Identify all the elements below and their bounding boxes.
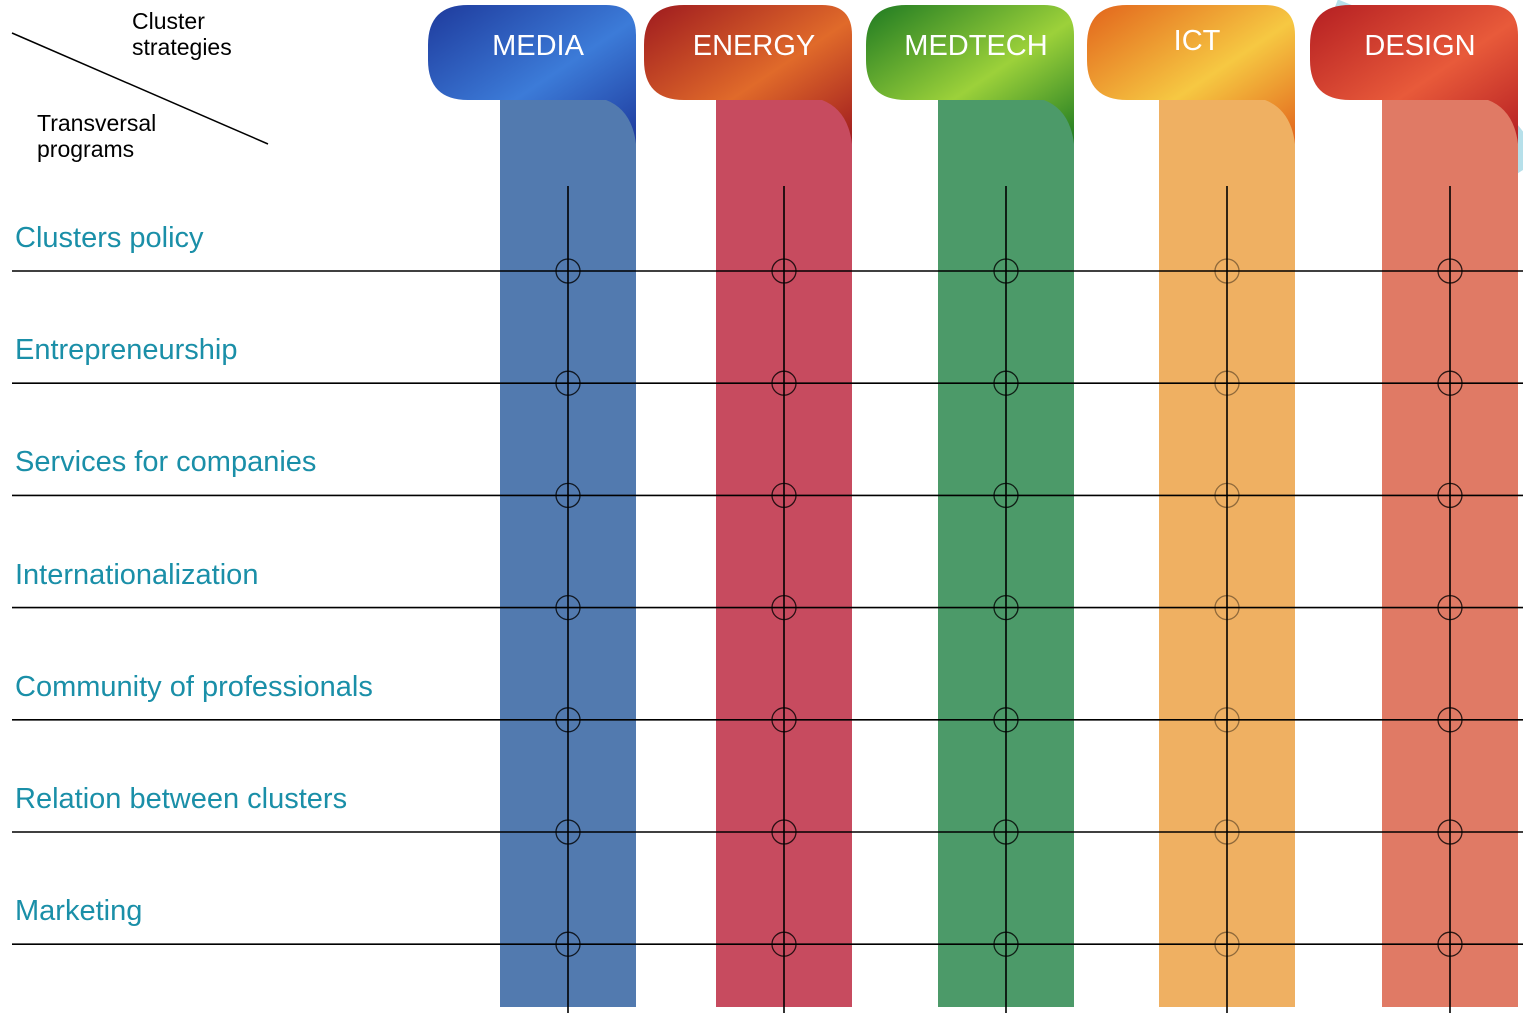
intersection-marker [555,258,581,284]
column-bars [500,80,1518,1007]
row-label: Marketing [15,895,143,928]
intersection-marker [771,707,797,733]
intersection-marker [555,594,581,621]
column-lines [567,186,1451,1013]
column-label-ict: ICT [1173,25,1221,57]
column-label-medtech: MEDTECH [904,30,1048,62]
intersection-marker [993,370,1019,396]
intersection-marker [993,594,1019,621]
column-label-media: MEDIA [492,30,584,62]
intersection-marker [555,482,581,509]
intersection-marker [1437,370,1463,396]
intersection-marker [1214,594,1240,621]
intersection-marker [993,258,1019,284]
intersection-marker [1214,707,1240,733]
intersection-marker [993,931,1019,957]
intersection-marker [1437,819,1463,845]
header-diagonal-line [11,32,269,145]
intersection-marker [1214,819,1240,845]
intersection-marker [555,370,581,396]
intersection-marker [1437,707,1463,733]
intersection-marker [993,819,1019,845]
intersection-marker [1437,931,1463,957]
column-tab-ict [1087,5,1295,144]
intersection-marker [771,819,797,845]
intersection-marker [771,931,797,957]
intersection-marker [771,594,797,621]
intersection-marker [993,482,1019,509]
intersection-marker [1214,258,1240,284]
column-tab-medtech [866,5,1074,144]
intersection-marker [1214,482,1240,509]
intersection-marker [771,370,797,396]
intersection-marker [771,482,797,509]
intersection-markers [555,258,1463,957]
column-tab-energy [644,5,852,144]
column-label-energy: ENERGY [692,30,816,62]
column-label-design: DESIGN [1364,30,1476,62]
intersection-marker [771,258,797,284]
intersection-marker [1437,482,1463,509]
row-label: Entrepreneurship [15,334,238,367]
intersection-marker [1437,594,1463,621]
transversal-programs-label: Transversal programs [37,110,157,162]
cluster-strategies-label: Cluster strategies [132,8,232,60]
intersection-marker [993,707,1019,733]
intersection-marker [555,819,581,845]
column-tabs [428,5,1518,144]
intersection-marker [1214,370,1240,396]
intersection-marker [555,707,581,733]
row-label: Relation between clusters [15,783,348,815]
column-tab-media [428,5,636,144]
column-tab-design [1310,5,1518,144]
row-label: Community of professionals [15,670,373,703]
row-lines [12,270,1523,946]
intersection-marker [1437,258,1463,284]
intersection-marker [1214,931,1240,957]
row-label: Clusters policy [15,222,204,254]
row-label: Services for companies [15,446,317,479]
row-label: Internationalization [15,558,259,591]
intersection-marker [555,931,581,957]
